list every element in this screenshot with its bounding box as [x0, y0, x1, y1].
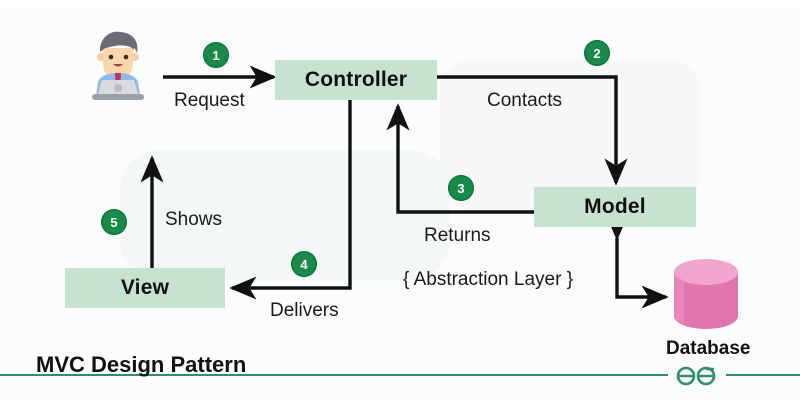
person-with-laptop-icon: [92, 31, 144, 100]
geeksforgeeks-logo: [668, 362, 726, 390]
step-badge-5: 5: [101, 209, 127, 235]
top-strip: [0, 0, 800, 8]
edge-label-delivers: Delivers: [270, 300, 339, 321]
page-title: MVC Design Pattern: [36, 352, 247, 377]
edge-label-contacts: Contacts: [487, 90, 562, 111]
step-badge-4: 4: [291, 251, 317, 277]
database-caption: Database: [666, 338, 751, 359]
edge-label-returns: Returns: [424, 225, 491, 246]
edge-model-database-line: [605, 213, 669, 309]
step-badge-2: 2: [584, 40, 610, 66]
view-label: View: [120, 276, 170, 299]
edge-label-request: Request: [174, 90, 245, 111]
edge-label-shows: Shows: [165, 209, 223, 230]
footer-divider: [0, 374, 800, 376]
step-badge-1: 1: [203, 42, 229, 68]
controller-label: Controller: [304, 68, 408, 91]
controller-box[interactable]: Controller: [275, 60, 437, 100]
model-box[interactable]: Model: [534, 187, 696, 227]
view-box[interactable]: View: [65, 268, 225, 308]
database-cylinder-icon: [674, 259, 738, 329]
step-badge-3: 3: [448, 175, 474, 201]
abstraction-layer-annotation: { Abstraction Layer }: [403, 269, 574, 290]
model-label: Model: [584, 195, 646, 218]
